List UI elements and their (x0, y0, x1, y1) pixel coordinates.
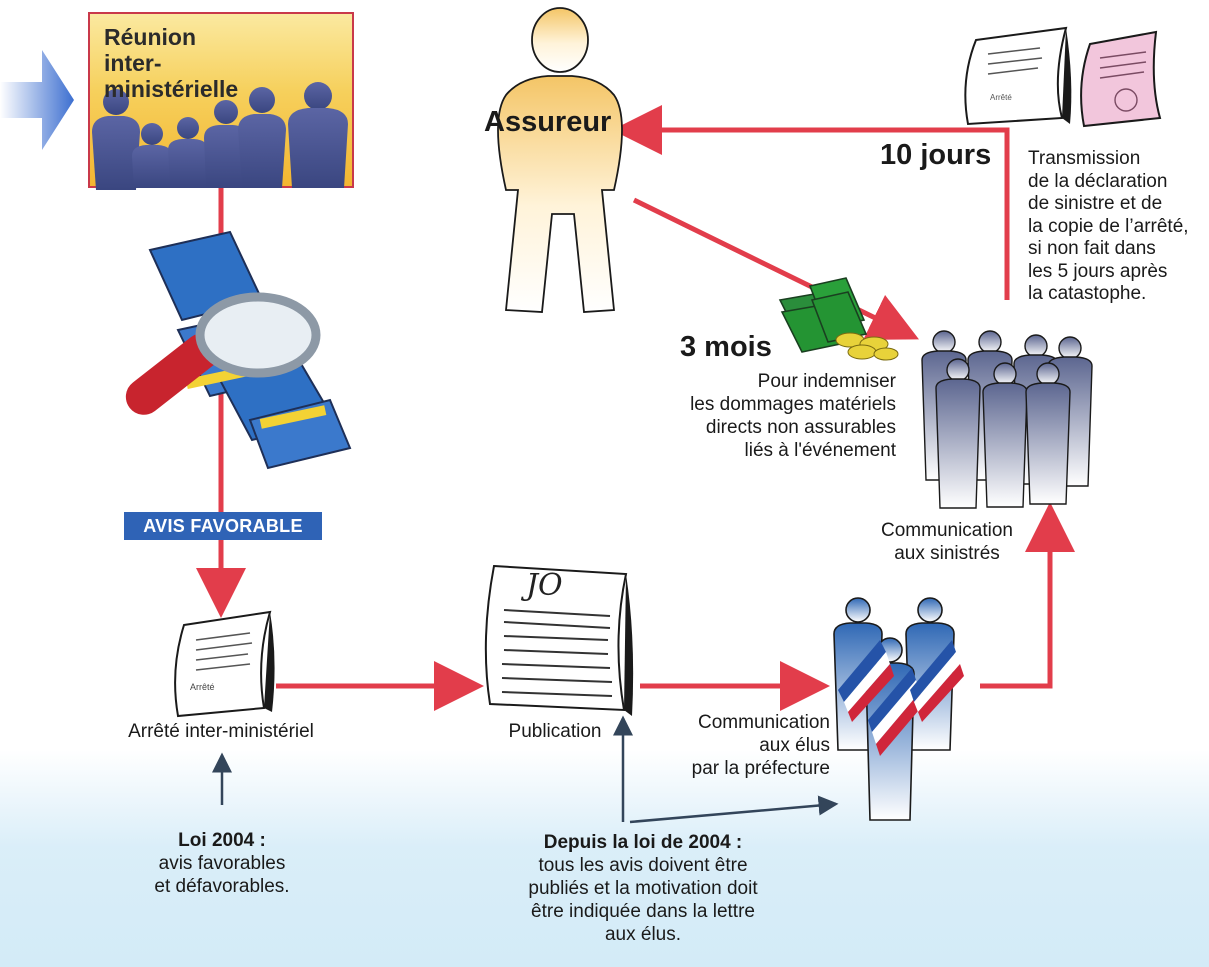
arrow-assureur-to-sinistres (632, 197, 919, 340)
delay-3-label: 3 mois (680, 331, 772, 363)
depuis2004-title: Depuis la loi de 2004 : (543, 832, 743, 853)
publication-caption: Publication (508, 721, 602, 742)
arrow-sinistres-to-assureur (612, 105, 1010, 300)
loi2004-title: Loi 2004 : (178, 830, 266, 851)
background-band (0, 750, 1209, 967)
transmission-text: Transmission de la déclaration de sinist… (1028, 148, 1189, 304)
jo-document-icon (484, 564, 634, 716)
delay-3-text: Pour indemniser les dommages matériels d… (690, 371, 896, 461)
elus-caption: Communication aux élus par la préfecture (691, 712, 830, 779)
avis-favorable-badge: AVIS FAVORABLE (124, 512, 322, 540)
arrete-doc-label: Arrêté (190, 682, 215, 692)
jo-label: JO (526, 568, 563, 603)
arrow-depuis2004-right (629, 795, 839, 824)
top-arrete-document-icon (964, 26, 1072, 126)
sinistres-caption: Communication aux sinistrés (881, 520, 1013, 564)
reunion-title-line2: inter-ministérielle (104, 50, 239, 102)
reunion-title: Réunion inter-ministérielle (104, 24, 238, 102)
top-arrete-doc-label: Arrêté (990, 93, 1012, 102)
assureur-silhouette-icon (497, 7, 623, 313)
reunion-crowd (92, 82, 348, 190)
arrow-elus-to-sinistres (980, 502, 1075, 689)
depuis2004-text: tous les avis doivent être publiés et la… (528, 855, 758, 945)
assureur-label: Assureur (484, 106, 612, 138)
loi2004-text: avis favorables et défavorables. (154, 853, 290, 897)
reunion-title-line1: Réunion (104, 24, 196, 50)
investigation-icon (125, 230, 352, 470)
sinistres-crowd-icon (921, 330, 1093, 509)
arrete-caption: Arrêté inter-ministériel (128, 721, 314, 742)
elus-group-icon (833, 597, 964, 821)
delay-10-label: 10 jours (880, 139, 992, 171)
arrete-document-icon (174, 610, 275, 718)
entry-arrow (0, 50, 74, 150)
money-icon (778, 277, 899, 361)
top-declaration-document-icon (1080, 30, 1162, 128)
